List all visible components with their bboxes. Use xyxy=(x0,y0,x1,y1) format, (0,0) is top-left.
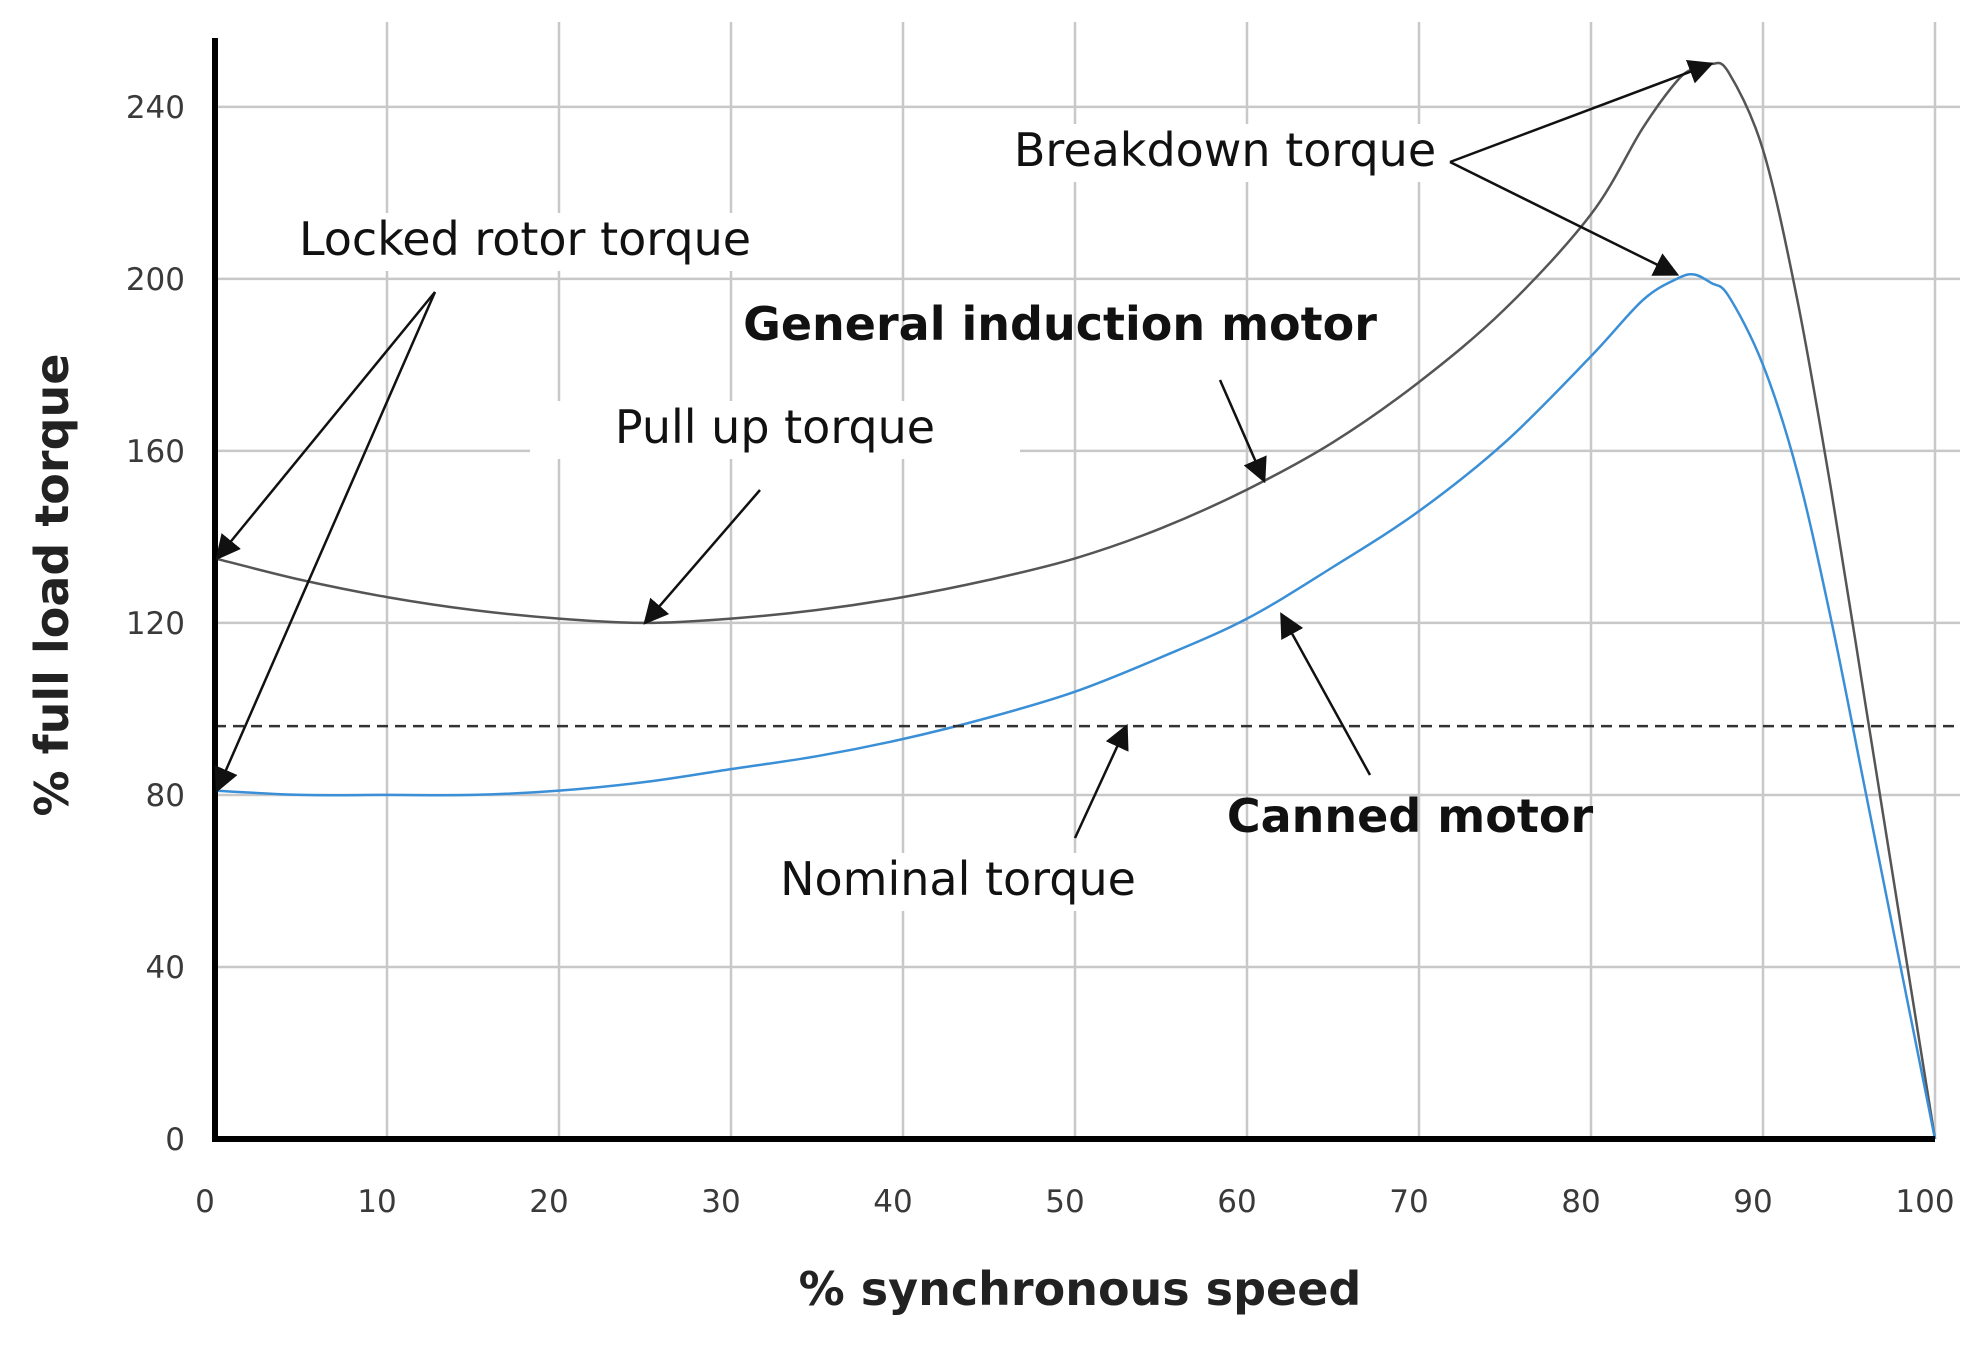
annotation-arrow xyxy=(1073,723,1129,839)
general-induction-motor-curve xyxy=(214,61,1937,1140)
annotation-label-bg xyxy=(990,124,1460,182)
annotation-label: Canned motor xyxy=(1227,789,1594,843)
annotation-arrow xyxy=(1218,379,1267,484)
y-tick-label: 0 xyxy=(165,1122,185,1158)
grid xyxy=(215,22,1960,1139)
canned-motor-curve xyxy=(214,273,1937,1140)
x-tick-label: 50 xyxy=(1045,1184,1084,1220)
x-tick-label: 20 xyxy=(529,1184,568,1220)
series xyxy=(214,61,1960,1140)
annotation-arrow xyxy=(1449,160,1680,276)
annotation-label-bg xyxy=(530,401,1020,459)
x-tick-label: 100 xyxy=(1895,1184,1954,1220)
annotation-arrow xyxy=(643,489,761,625)
x-tick-label: 60 xyxy=(1217,1184,1256,1220)
y-tick-label: 120 xyxy=(126,606,185,642)
annotation-label: Nominal torque xyxy=(780,852,1136,906)
annotation-arrow xyxy=(1280,612,1372,776)
annotation-arrow xyxy=(214,291,437,793)
annotation-arrow xyxy=(215,291,436,561)
annotation-label: General induction motor xyxy=(743,297,1377,351)
axes xyxy=(212,38,1935,1142)
x-axis-title: % synchronous speed xyxy=(799,1262,1362,1316)
annotation-arrow xyxy=(1449,60,1714,164)
annotation-label-bg xyxy=(738,853,1178,911)
x-tick-label: 0 xyxy=(195,1184,215,1220)
y-tick-label: 200 xyxy=(126,262,185,298)
x-tick-label: 30 xyxy=(701,1184,740,1220)
annotation-label: Pull up torque xyxy=(615,400,935,454)
tick-labels: 0 10 20 30 40 50 60 70 80 90 100 0 40 80 120 160 200 240 xyxy=(126,90,1955,1220)
annotation-label-backgrounds xyxy=(275,124,1460,911)
y-tick-label: 240 xyxy=(126,90,185,126)
x-tick-label: 80 xyxy=(1561,1184,1600,1220)
annotation-label: Breakdown torque xyxy=(1014,123,1436,177)
annotation-arrows xyxy=(214,60,1714,839)
y-tick-label: 40 xyxy=(146,950,185,986)
y-tick-label: 160 xyxy=(126,434,185,470)
annotation-label-bg xyxy=(275,213,775,271)
annotation-label: Locked rotor torque xyxy=(299,212,751,266)
x-tick-label: 90 xyxy=(1733,1184,1772,1220)
y-tick-label: 80 xyxy=(146,778,185,814)
x-tick-label: 40 xyxy=(873,1184,912,1220)
x-tick-label: 10 xyxy=(357,1184,396,1220)
x-tick-label: 70 xyxy=(1389,1184,1428,1220)
y-axis-title: % full load torque xyxy=(25,354,79,817)
